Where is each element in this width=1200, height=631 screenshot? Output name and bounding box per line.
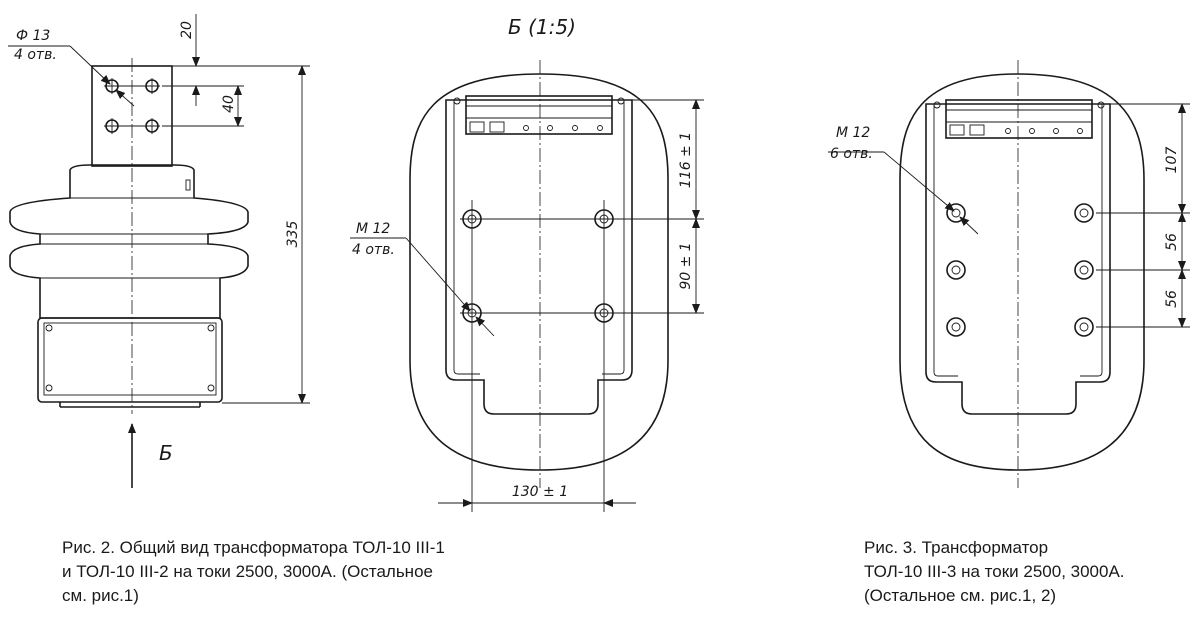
fig3-thread-label: М 12 xyxy=(836,125,870,141)
dim-335-label: 335 xyxy=(285,221,301,248)
view-b-plate xyxy=(445,99,633,415)
dim-130-label: 130 ± 1 xyxy=(512,484,568,500)
fig3-outline xyxy=(899,73,1145,471)
fig3-caption-line: (Остальное см. рис.1, 2) xyxy=(864,586,1057,605)
fig3-caption: Рис. 3. Трансформатор ТОЛ-10 III-3 на то… xyxy=(864,536,1125,608)
fig3-caption-line: ТОЛ-10 III-3 на токи 2500, 3000А. xyxy=(864,562,1125,581)
view-b-thread-count: 4 отв. xyxy=(352,242,395,258)
view-b-thread-label: М 12 xyxy=(356,221,390,237)
dim-56-lower-label: 56 xyxy=(1164,290,1180,308)
dim-116-label: 116 ± 1 xyxy=(678,132,694,188)
fig2-caption-line: и ТОЛ-10 III-2 на токи 2500, 3000А. (Ост… xyxy=(62,562,433,581)
fig3-thread-count: 6 отв. xyxy=(830,146,873,162)
view-b-title: Б (1:5) xyxy=(508,15,576,39)
fig2-side-view xyxy=(8,14,310,488)
hole-count-label: 4 отв. xyxy=(14,47,57,63)
view-b-drawing xyxy=(350,60,704,512)
fig2-caption-line: см. рис.1) xyxy=(62,586,139,605)
dim-90-label: 90 ± 1 xyxy=(678,242,694,289)
fig3-terminal-block xyxy=(945,99,1093,139)
dim-56-upper-label: 56 xyxy=(1164,233,1180,251)
dim-40-label: 40 xyxy=(221,95,237,113)
dim-107-label: 107 xyxy=(1164,147,1180,174)
fig3-plate xyxy=(925,103,1111,415)
fig3-drawing xyxy=(828,60,1190,488)
insulator-body xyxy=(9,164,249,319)
fig3-caption-line: Рис. 3. Трансформатор xyxy=(864,538,1049,557)
view-marker-label: Б xyxy=(159,441,173,465)
terminal-block xyxy=(465,95,613,135)
fig2-caption: Рис. 2. Общий вид трансформатора ТОЛ-10 … xyxy=(62,536,445,608)
fig2-caption-line: Рис. 2. Общий вид трансформатора ТОЛ-10 … xyxy=(62,538,445,557)
view-b-outline xyxy=(409,73,669,471)
hole-diameter-label: Ф 13 xyxy=(16,28,50,44)
base-box xyxy=(37,317,223,403)
dim-20-label: 20 xyxy=(179,21,195,39)
